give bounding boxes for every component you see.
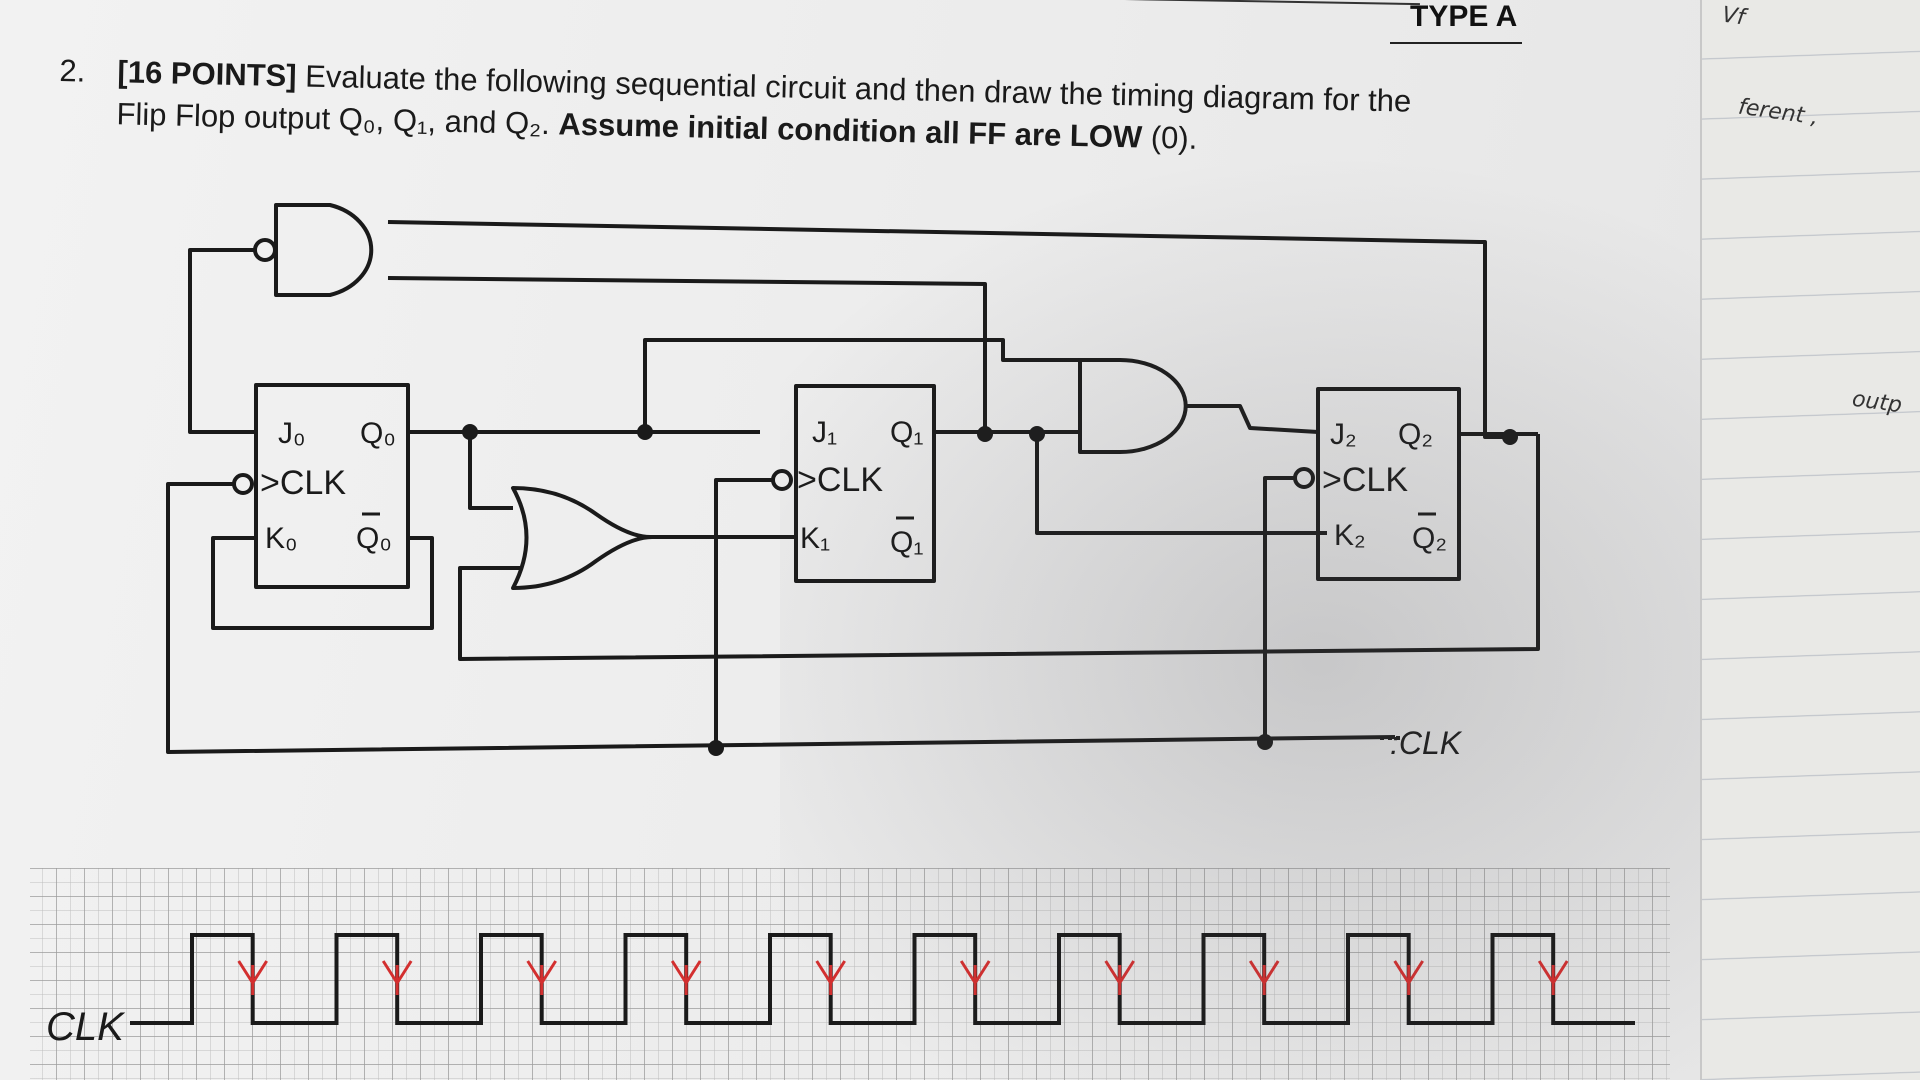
wire-q0-to-or xyxy=(468,432,513,510)
ff2-q-label: Q₂ xyxy=(1398,418,1433,451)
ff2-k-label: K₂ xyxy=(1334,519,1366,552)
wire-nand-in2 xyxy=(387,276,987,434)
falling-edge-mark xyxy=(1393,960,1424,995)
junction-q2 xyxy=(1502,429,1518,445)
junction-q0-b xyxy=(637,424,653,440)
falling-edge-mark xyxy=(1537,960,1569,995)
and-gate xyxy=(1078,358,1188,454)
falling-edge-mark xyxy=(815,960,846,995)
timing-diagram: CLK xyxy=(30,868,1670,1080)
clk-falling-edge-marks xyxy=(237,960,1569,995)
wire-clk-ff1 xyxy=(714,478,773,748)
or-gate xyxy=(511,486,654,590)
clk-signal-line xyxy=(130,933,1635,1025)
wire-and-to-j2 xyxy=(1185,404,1319,434)
ff2-box xyxy=(1316,387,1461,581)
ff1-q-label: Q₁ xyxy=(890,416,923,449)
clk-waveform xyxy=(130,933,1635,1025)
wire-clock-bus xyxy=(166,482,1396,754)
wire-or-in2 xyxy=(458,434,1540,661)
ff1-box xyxy=(794,384,936,583)
junction-q1-b xyxy=(1029,426,1045,442)
junction-clk-2 xyxy=(1257,734,1273,750)
ff0-j-label: J₀ xyxy=(278,417,305,450)
falling-edge-mark xyxy=(237,960,268,995)
wire-nand-to-j0 xyxy=(188,248,256,434)
ff0-qbar-label: Q₀ xyxy=(356,522,392,555)
falling-edge-mark xyxy=(959,960,991,995)
junction-q1-a xyxy=(977,426,993,442)
ff1-qbar-label: Q₁ xyxy=(890,526,923,559)
ff0-clk-label: >CLK xyxy=(260,464,346,502)
timing-grid xyxy=(30,868,1670,1080)
ff0-k-label: K₀ xyxy=(265,522,297,555)
side-note-outp: outp xyxy=(1850,386,1904,419)
falling-edge-mark xyxy=(1248,960,1280,995)
ff2-clk-text: CLK xyxy=(1342,461,1408,499)
ff0-q-label: Q₀ xyxy=(360,417,396,450)
wire-nand-in1 xyxy=(387,220,1510,439)
wire-clk-ff2 xyxy=(1263,476,1295,742)
ff1-clk-label: >CLK xyxy=(797,461,883,499)
side-notebook: Vf ferent , outp xyxy=(1700,0,1920,1080)
wire-q0-up xyxy=(643,338,1080,432)
clock-label: :CLK xyxy=(1390,725,1463,761)
type-label: TYPE A xyxy=(1410,0,1518,33)
falling-edge-mark xyxy=(526,960,557,995)
falling-edge-mark xyxy=(381,960,413,995)
type-underline xyxy=(1390,42,1522,44)
falling-edge-mark xyxy=(670,960,702,995)
worksheet-paper: TYPE A 2.[16 POINTS] Evaluate the follow… xyxy=(0,0,1710,1080)
junction-q0-a xyxy=(462,424,478,440)
ff1-j-label: J₁ xyxy=(812,416,837,449)
side-note-vf: Vf xyxy=(1720,2,1747,31)
circuit-diagram: J₀ Q₀ >CLK K₀ Q₀ J₁ Q₁ >CLK K₁ Q₁ J₂ Q₂ … xyxy=(166,203,1540,761)
falling-edge-mark xyxy=(1104,960,1135,995)
ff0-box xyxy=(254,383,410,589)
ff2-qbar-label: Q₂ xyxy=(1412,522,1447,555)
junction-clk-1 xyxy=(708,740,724,756)
ff1-clk-text: CLK xyxy=(817,461,883,499)
wire-q1-to-k2 xyxy=(1035,432,1327,535)
ff2-j-label: J₂ xyxy=(1330,418,1357,451)
side-note-ferent: ferent , xyxy=(1736,94,1820,131)
ff2-clk-label: >CLK xyxy=(1322,461,1408,499)
ff0-clk-text: CLK xyxy=(280,464,346,502)
wire-k0-q0bar-loop xyxy=(211,536,434,630)
timing-clk-label: CLK xyxy=(46,1005,126,1049)
ff1-k-label: K₁ xyxy=(800,522,830,555)
nand-gate xyxy=(274,203,374,297)
